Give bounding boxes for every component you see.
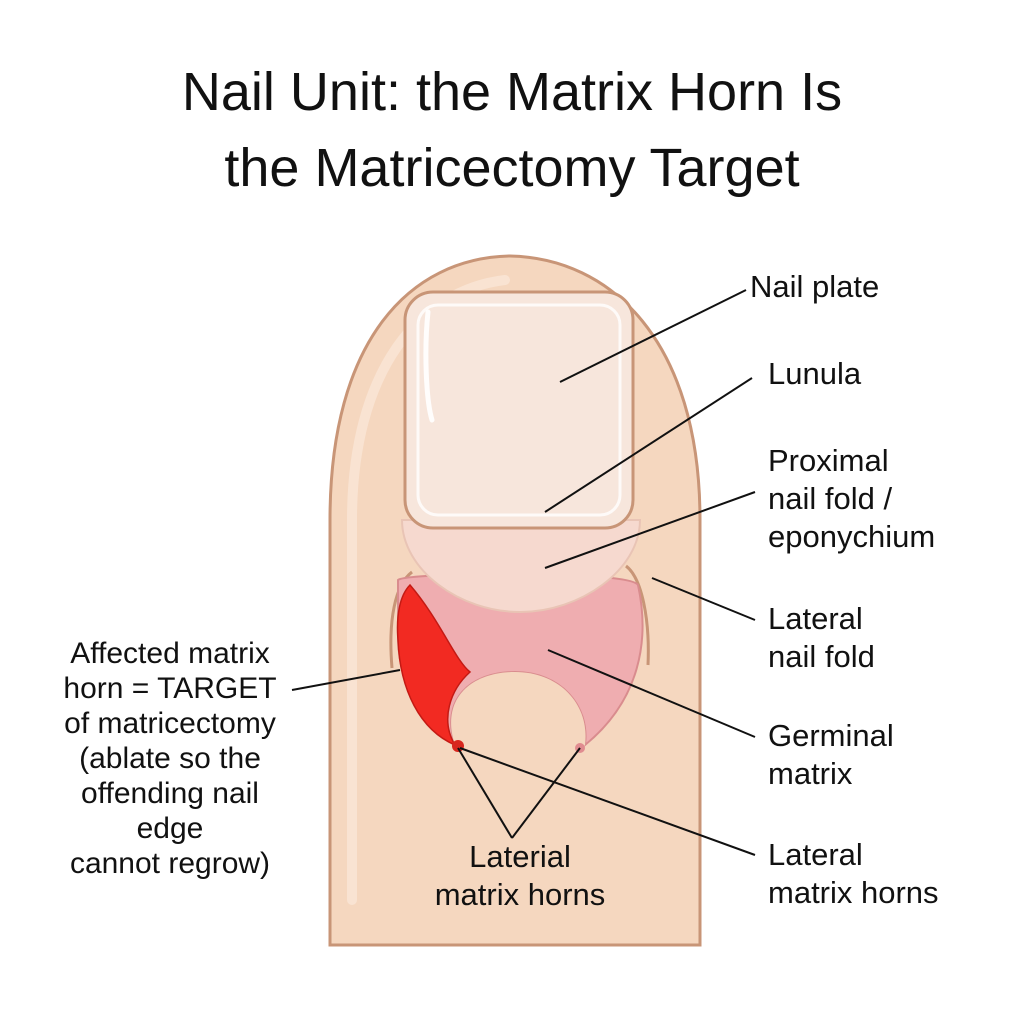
label-line: matrix horns bbox=[434, 877, 606, 912]
label-line: edge bbox=[136, 812, 204, 845]
label-lateral-matrix-horns: Lateral matrix horns bbox=[768, 836, 939, 912]
nail-plate-shine bbox=[423, 309, 435, 423]
label-lateral-matrix-horns-center: Laterial matrix horns bbox=[400, 838, 640, 914]
label-line: offending nail bbox=[81, 777, 259, 810]
leader-horns-center-right bbox=[511, 747, 581, 839]
label-lunula: Lunula bbox=[768, 356, 862, 391]
label-line: Laterial bbox=[469, 839, 571, 874]
leader-lunula bbox=[544, 377, 753, 513]
label-line: matrix horns bbox=[768, 875, 939, 910]
toe-highlight bbox=[347, 275, 510, 905]
label-line: Lateral bbox=[768, 601, 863, 636]
horn-tip-left bbox=[452, 740, 464, 752]
label-line: cannot regrow) bbox=[69, 847, 271, 880]
label-proximal-nail-fold: Proximal nail fold / eponychium bbox=[768, 442, 935, 556]
label-line: horn = TARGET bbox=[63, 672, 277, 705]
label-nail-plate: Nail plate bbox=[750, 269, 880, 304]
leader-germinal-matrix bbox=[547, 649, 756, 738]
leader-proximal-fold bbox=[544, 491, 756, 569]
nail-bed-cutout bbox=[451, 672, 586, 779]
label-line: Affected matrix bbox=[70, 637, 270, 670]
nail-plate bbox=[403, 290, 635, 530]
label-line: (ablate so the bbox=[79, 742, 261, 775]
label-line: eponychium bbox=[768, 519, 936, 554]
lunula bbox=[400, 519, 642, 614]
label-line: Proximal bbox=[768, 443, 889, 478]
leader-horns-center-left bbox=[457, 747, 513, 839]
label-line: of matricectomy bbox=[64, 707, 276, 740]
leader-lines bbox=[291, 289, 756, 856]
label-line: nail fold bbox=[768, 639, 875, 674]
label-affected-matrix-horn: Affected matrix horn = TARGET of matrice… bbox=[40, 636, 300, 881]
leader-lateral-fold bbox=[651, 577, 756, 621]
label-line: matrix bbox=[768, 756, 853, 791]
leader-nail-plate bbox=[559, 289, 747, 383]
leader-horns-right bbox=[459, 747, 756, 856]
leader-affected-horn bbox=[291, 669, 401, 691]
label-germinal-matrix: Germinal matrix bbox=[768, 717, 894, 793]
label-lateral-nail-fold: Lateral nail fold bbox=[768, 600, 875, 676]
label-line: Lateral bbox=[768, 837, 863, 872]
title-line-2: the Matricectomy Target bbox=[224, 138, 800, 198]
label-line: Germinal bbox=[768, 718, 894, 753]
lateral-nail-fold-right bbox=[625, 564, 650, 666]
nail-plate-inner bbox=[416, 303, 622, 517]
label-line: nail fold / bbox=[768, 481, 893, 516]
title-line-1: Nail Unit: the Matrix Horn Is bbox=[181, 62, 843, 122]
